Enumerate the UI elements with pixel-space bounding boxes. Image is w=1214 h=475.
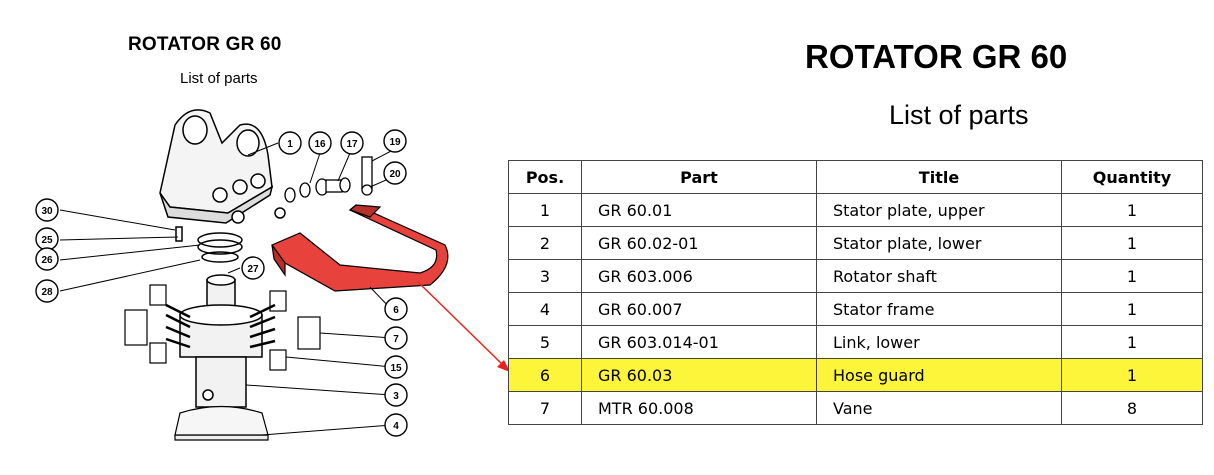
- hose-fittings: [284, 156, 373, 203]
- cell-title: Stator frame: [816, 292, 1062, 326]
- stator-plate-upper: [159, 109, 286, 224]
- table-row: 1 GR 60.01 Stator plate, upper 1: [508, 193, 1203, 227]
- cell-part: GR 60.02-01: [581, 226, 817, 260]
- callout-15: 15: [390, 363, 402, 374]
- header-pos: Pos.: [508, 160, 582, 194]
- cell-title: Stator plate, lower: [816, 226, 1062, 260]
- callout-20: 20: [389, 169, 401, 180]
- callout-16: 16: [314, 139, 326, 150]
- diagram-title: ROTATOR GR 60: [128, 34, 282, 55]
- callout-7: 7: [393, 334, 399, 345]
- stator-frame: [174, 405, 269, 441]
- callout-26: 26: [41, 255, 53, 266]
- cell-quantity: 1: [1061, 292, 1203, 326]
- cell-title: Link, lower: [816, 325, 1062, 359]
- hose-guard: [271, 204, 449, 292]
- callout-6: 6: [393, 305, 399, 316]
- table-row: 7 MTR 60.008 Vane 8: [508, 391, 1203, 425]
- cell-quantity: 1: [1061, 226, 1203, 260]
- cell-pos: 2: [508, 226, 582, 260]
- cell-part: GR 60.007: [581, 292, 817, 326]
- table-row: 4 GR 60.007 Stator frame 1: [508, 292, 1203, 326]
- page-subtitle: List of parts: [889, 100, 1029, 130]
- header-quantity: Quantity: [1061, 160, 1203, 194]
- cell-pos: 1: [508, 193, 582, 227]
- exploded-parts-diagram: 1 16 17 19 20 30 25 26 28 27 6 7 15 3 4: [35, 109, 449, 441]
- diagram-subtitle: List of parts: [180, 70, 258, 87]
- cell-quantity: 1: [1061, 259, 1203, 293]
- parts-table: Pos. Part Title Quantity 1 GR 60.01 Stat…: [508, 160, 1203, 425]
- callout-27: 27: [247, 264, 259, 275]
- cell-part: GR 60.01: [581, 193, 817, 227]
- header-title: Title: [816, 160, 1062, 194]
- cell-pos: 4: [508, 292, 582, 326]
- cell-quantity: 1: [1061, 358, 1203, 392]
- callout-19: 19: [389, 137, 401, 148]
- page-title: ROTATOR GR 60: [805, 38, 1068, 75]
- cell-quantity: 1: [1061, 325, 1203, 359]
- cell-title: Stator plate, upper: [816, 193, 1062, 227]
- callout-25: 25: [41, 235, 53, 246]
- cell-part: MTR 60.008: [581, 391, 817, 425]
- callout-17: 17: [346, 139, 358, 150]
- cell-part: GR 60.03: [581, 358, 817, 392]
- callout-30: 30: [41, 206, 53, 217]
- cell-quantity: 1: [1061, 193, 1203, 227]
- table-row: 5 GR 603.014-01 Link, lower 1: [508, 325, 1203, 359]
- callout-28: 28: [41, 287, 53, 298]
- callout-4: 4: [393, 421, 399, 432]
- cell-part: GR 603.006: [581, 259, 817, 293]
- table-row: 3 GR 603.006 Rotator shaft 1: [508, 259, 1203, 293]
- cell-quantity: 8: [1061, 391, 1203, 425]
- callout-3: 3: [393, 391, 399, 402]
- cell-part: GR 603.014-01: [581, 325, 817, 359]
- cell-title: Rotator shaft: [816, 259, 1062, 293]
- header-part: Part: [581, 160, 817, 194]
- cell-title: Hose guard: [816, 358, 1062, 392]
- table-row-highlighted: 6 GR 60.03 Hose guard 1: [508, 358, 1203, 392]
- cell-pos: 5: [508, 325, 582, 359]
- cell-pos: 3: [508, 259, 582, 293]
- cell-pos: 6: [508, 358, 582, 392]
- callout-1: 1: [287, 139, 293, 150]
- callouts: [35, 129, 408, 437]
- cell-title: Vane: [816, 391, 1062, 425]
- table-header-row: Pos. Part Title Quantity: [508, 160, 1203, 194]
- seal-rings: [175, 226, 243, 263]
- cell-pos: 7: [508, 391, 582, 425]
- callout-labels: 1 16 17 19 20 30 25 26 28 27 6 7 15 3 4: [41, 137, 402, 432]
- rotator-shaft: [179, 274, 263, 408]
- springs: [165, 303, 276, 349]
- table-row: 2 GR 60.02-01 Stator plate, lower 1: [508, 226, 1203, 260]
